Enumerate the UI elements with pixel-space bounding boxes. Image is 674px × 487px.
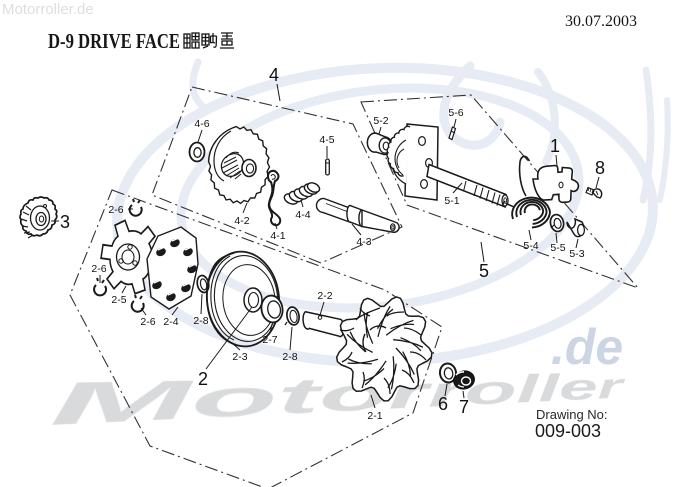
svg-text:4-2: 4-2 [234, 215, 249, 227]
svg-text:4-5: 4-5 [319, 134, 334, 146]
svg-text:009-003: 009-003 [535, 421, 601, 441]
svg-text:D-9 DRIVE FACE: D-9 DRIVE FACE [48, 29, 180, 53]
svg-text:2-2: 2-2 [317, 290, 332, 302]
svg-text:2-1: 2-1 [367, 410, 382, 422]
svg-text:2-6: 2-6 [108, 204, 123, 216]
svg-text:5-2: 5-2 [373, 115, 388, 127]
svg-text:2-5: 2-5 [111, 294, 126, 306]
svg-text:Drawing No:: Drawing No: [536, 407, 608, 422]
svg-text:3: 3 [60, 212, 70, 232]
svg-text:1: 1 [550, 136, 560, 156]
svg-text:30.07.2003: 30.07.2003 [565, 13, 637, 30]
svg-text:5-3: 5-3 [569, 248, 584, 260]
svg-text:4-1: 4-1 [270, 230, 285, 242]
svg-text:2-8: 2-8 [282, 351, 297, 363]
svg-text:5: 5 [479, 261, 489, 281]
svg-text:2-6: 2-6 [140, 316, 155, 328]
svg-text:7: 7 [459, 397, 469, 417]
svg-text:6: 6 [438, 394, 448, 414]
svg-text:2: 2 [198, 369, 208, 389]
svg-text:2-7: 2-7 [262, 334, 277, 346]
svg-text:2-4: 2-4 [163, 316, 178, 328]
svg-text:4-6: 4-6 [194, 118, 209, 130]
svg-text:5-5: 5-5 [550, 242, 565, 254]
svg-text:4-4: 4-4 [295, 209, 310, 221]
svg-text:2-8: 2-8 [193, 315, 208, 327]
svg-text:5-6: 5-6 [448, 107, 463, 119]
svg-text:4-3: 4-3 [356, 236, 371, 248]
svg-text:5-4: 5-4 [523, 240, 538, 252]
svg-text:2-6: 2-6 [91, 263, 106, 275]
svg-text:4: 4 [269, 65, 279, 85]
svg-text:5-1: 5-1 [444, 195, 459, 207]
svg-text:2-3: 2-3 [232, 351, 247, 363]
svg-text:8: 8 [595, 158, 605, 178]
